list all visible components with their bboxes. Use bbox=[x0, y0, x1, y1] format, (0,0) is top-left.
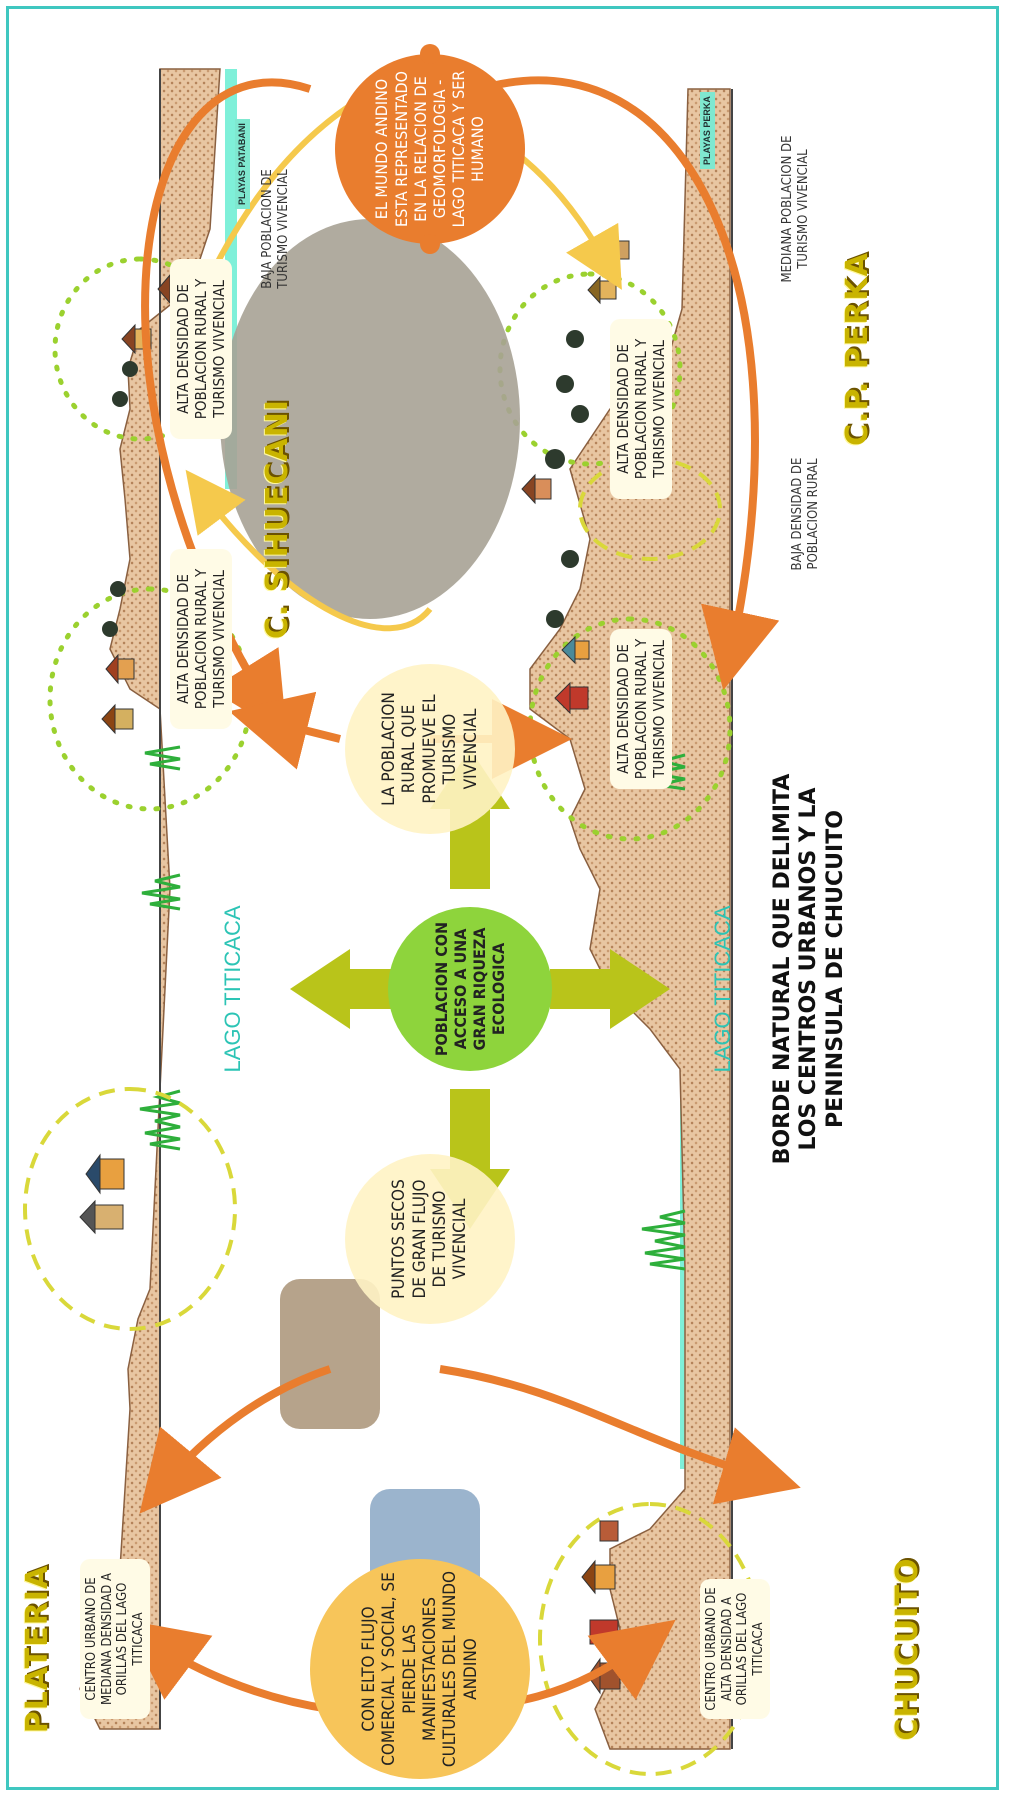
circle-text-riqueza: POBLACION CON ACCESO A UNA GRAN RIQUEZA … bbox=[431, 921, 509, 1057]
lake-label-bottom: LAGO TITICACA bbox=[220, 905, 245, 1073]
box-alta-densidad-1: ALTA DENSIDAD DE POBLACION RURAL Y TURIS… bbox=[610, 629, 672, 789]
box-centro-plateria: CENTRO URBANO DE MEDIANA DENSIDAD A ORIL… bbox=[80, 1559, 151, 1719]
note-baja-poblacion: BAJA POBLACION DE TURISMO VIVENCIAL bbox=[260, 169, 291, 289]
reed-cluster-2 bbox=[139, 745, 181, 1151]
beach-perka: PLAYAS PERKA bbox=[700, 92, 715, 169]
circle-text-flujo-comercial: CON ELTO FLUJO COMERCIAL Y SOCIAL, SE PI… bbox=[358, 1570, 481, 1768]
circle-text-puntos-secos: PUNTOS SECOS DE GRAN FLUJO DE TURISMO VI… bbox=[389, 1179, 471, 1299]
orange-circle-mundo-andino bbox=[335, 54, 525, 244]
box-alta-densidad-2: ALTA DENSIDAD DE POBLACION RURAL Y TURIS… bbox=[610, 319, 672, 499]
green-central-circle bbox=[388, 907, 552, 1071]
photo-chucuito-plaza-2 bbox=[280, 1279, 380, 1429]
diagram-title: BORDE NATURAL QUE DELIMITA LOS CENTROS U… bbox=[770, 773, 848, 1165]
box-alta-densidad-4: ALTA DENSIDAD DE POBLACION RURAL Y TURIS… bbox=[170, 259, 232, 439]
place-perka: C.P. PERKA bbox=[840, 252, 875, 446]
circle-text-poblacion-rural: LA POBLACION RURAL QUE PROMUEVE EL TURIS… bbox=[379, 692, 481, 806]
place-plateria: PLATERIA bbox=[20, 1564, 55, 1734]
cream-circle-puntos-secos bbox=[345, 1154, 515, 1324]
cream-circle-poblacion-rural bbox=[345, 664, 515, 834]
place-sihuecani: C. SIHUECANI bbox=[260, 398, 295, 640]
beach-patabani: PLAYAS PATABANI bbox=[235, 119, 250, 209]
outer-frame bbox=[6, 6, 999, 1790]
rotated-diagram-canvas: BORDE NATURAL QUE DELIMITA LOS CENTROS U… bbox=[10, 9, 1000, 1789]
box-centro-chucuito: CENTRO URBANO DE ALTA DENSIDAD A ORILLAS… bbox=[700, 1579, 771, 1719]
trees bbox=[102, 330, 589, 637]
box-alta-densidad-3: ALTA DENSIDAD DE POBLACION RURAL Y TURIS… bbox=[170, 549, 232, 729]
place-chucuito: CHUCUITO bbox=[890, 1557, 925, 1741]
yellow-circle-flujo-comercial bbox=[310, 1559, 530, 1779]
photo-peninsula-aerial bbox=[220, 219, 520, 619]
lake-label-top: LAGO TITICACA bbox=[710, 905, 735, 1073]
circle-text-mundo-andino: EL MUNDO ANDINO ESTA REPRESENTADO EN LA … bbox=[372, 70, 488, 228]
note-mediana-poblacion: MEDIANA POBLACION DE TURISMO VIVENCIAL bbox=[780, 135, 811, 283]
note-baja-densidad: BAJA DENSIDAD DE POBLACION RURAL bbox=[790, 457, 821, 571]
